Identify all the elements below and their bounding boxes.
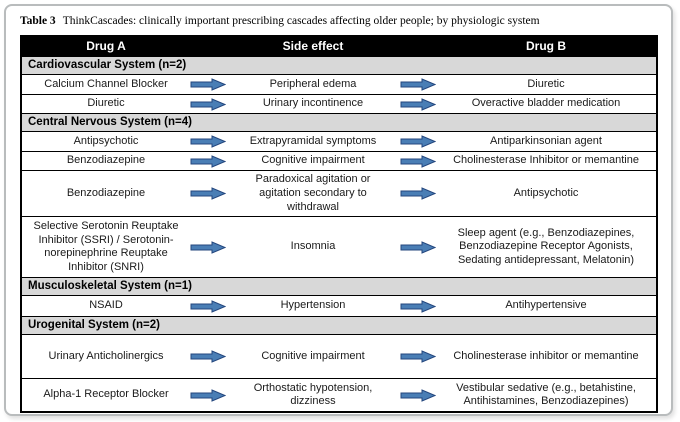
table-row: Urinary Anticholinergics Cognitive impai… xyxy=(22,335,656,379)
section-header-central-nervous: Central Nervous System (n=4) xyxy=(22,113,656,132)
drug-a-cell: Urinary Anticholinergics xyxy=(48,349,164,362)
drug-a-cell: Antipsychotic xyxy=(73,134,139,147)
side-effect-cell: Urinary incontinence xyxy=(262,97,364,110)
table-row: Antipsychotic Extrapyramidal symptoms An… xyxy=(22,132,656,151)
table-row: Alpha-1 Receptor Blocker Orthostatic hyp… xyxy=(22,378,656,412)
table-caption-text: ThinkCascades: clinically important pres… xyxy=(62,15,540,27)
drug-a-cell: Calcium Channel Blocker xyxy=(44,77,168,90)
drug-b-cell: Sleep agent (e.g., Benzodiazepines, Benz… xyxy=(457,226,635,267)
drug-b-cell: Vestibular sedative (e.g., betahistine, … xyxy=(456,381,636,408)
section-header-urogenital: Urogenital System (n=2) xyxy=(22,316,656,336)
side-effect-cell: Orthostatic hypotension, dizziness xyxy=(253,381,373,408)
drug-b-cell: Antihypertensive xyxy=(505,299,587,312)
drug-a-cell: Diuretic xyxy=(87,97,125,110)
cascade-arrow-icon xyxy=(400,135,436,148)
cascade-arrow-icon xyxy=(190,135,226,148)
column-header-side-effect: Side effect xyxy=(282,39,344,53)
side-effect-cell: Insomnia xyxy=(290,240,336,253)
cascade-arrow-icon xyxy=(400,97,436,111)
cascade-arrow-icon xyxy=(190,299,226,313)
drug-b-cell: Antipsychotic xyxy=(513,186,579,199)
drug-b-cell: Cholinesterase inhibitor or memantine xyxy=(453,349,639,362)
side-effect-cell: Paradoxical agitation or agitation secon… xyxy=(255,173,371,213)
table-row: Calcium Channel Blocker Peripheral edema… xyxy=(22,75,656,94)
side-effect-cell: Cognitive impairment xyxy=(261,154,365,167)
column-header-drug-a: Drug A xyxy=(86,39,126,53)
drug-b-cell: Antiparkinsonian agent xyxy=(490,134,602,147)
cascade-arrow-icon xyxy=(190,78,226,91)
table-row: Benzodiazepine Cognitive impairment Chol… xyxy=(22,151,656,170)
prescribing-cascades-table: Drug A Side effect Drug B Cardiovascular… xyxy=(20,35,658,414)
side-effect-cell: Cognitive impairment xyxy=(261,349,365,362)
table-row: Benzodiazepine Paradoxical agitation or … xyxy=(22,170,656,217)
drug-a-cell: Benzodiazepine xyxy=(66,186,146,199)
cascade-arrow-icon xyxy=(190,187,226,200)
drug-b-cell: Diuretic xyxy=(527,77,565,90)
drug-a-cell: Alpha-1 Receptor Blocker xyxy=(43,388,169,401)
cascade-arrow-icon xyxy=(190,388,226,402)
drug-b-cell: Cholinesterase Inhibitor or memantine xyxy=(453,154,639,167)
cascade-arrow-icon xyxy=(190,240,226,254)
side-effect-cell: Extrapyramidal symptoms xyxy=(249,134,377,147)
side-effect-cell: Hypertension xyxy=(280,299,346,312)
drug-a-cell: Benzodiazepine xyxy=(66,154,146,167)
cascade-arrow-icon xyxy=(400,350,436,364)
table-number: Table 3 xyxy=(20,15,56,27)
cascade-arrow-icon xyxy=(400,388,436,402)
cascade-arrow-icon xyxy=(400,240,436,254)
cascade-arrow-icon xyxy=(190,350,226,364)
side-effect-cell: Peripheral edema xyxy=(269,77,357,90)
table-row: Selective Serotonin Reuptake Inhibitor (… xyxy=(22,216,656,278)
cascade-arrow-icon xyxy=(400,187,436,200)
table-row: Diuretic Urinary incontinence Overactive… xyxy=(22,94,656,113)
table-caption: Table 3 ThinkCascades: clinically importa… xyxy=(20,15,671,27)
page-card: Table 3 ThinkCascades: clinically importa… xyxy=(4,4,673,416)
drug-a-cell: Selective Serotonin Reuptake Inhibitor (… xyxy=(33,219,179,273)
cascade-arrow-icon xyxy=(190,154,226,168)
table-header-row: Drug A Side effect Drug B xyxy=(22,37,656,56)
table-row: NSAID Hypertension Antihypertensive xyxy=(22,296,656,317)
drug-a-cell: NSAID xyxy=(89,299,123,312)
cascade-arrow-icon xyxy=(400,78,436,91)
section-header-musculoskeletal: Musculoskeletal System (n=1) xyxy=(22,277,656,297)
section-header-cardiovascular: Cardiovascular System (n=2) xyxy=(22,56,656,75)
cascade-arrow-icon xyxy=(400,299,436,313)
cascade-arrow-icon xyxy=(190,97,226,111)
drug-b-cell: Overactive bladder medication xyxy=(471,97,621,110)
cascade-arrow-icon xyxy=(400,154,436,168)
column-header-drug-b: Drug B xyxy=(526,39,566,53)
